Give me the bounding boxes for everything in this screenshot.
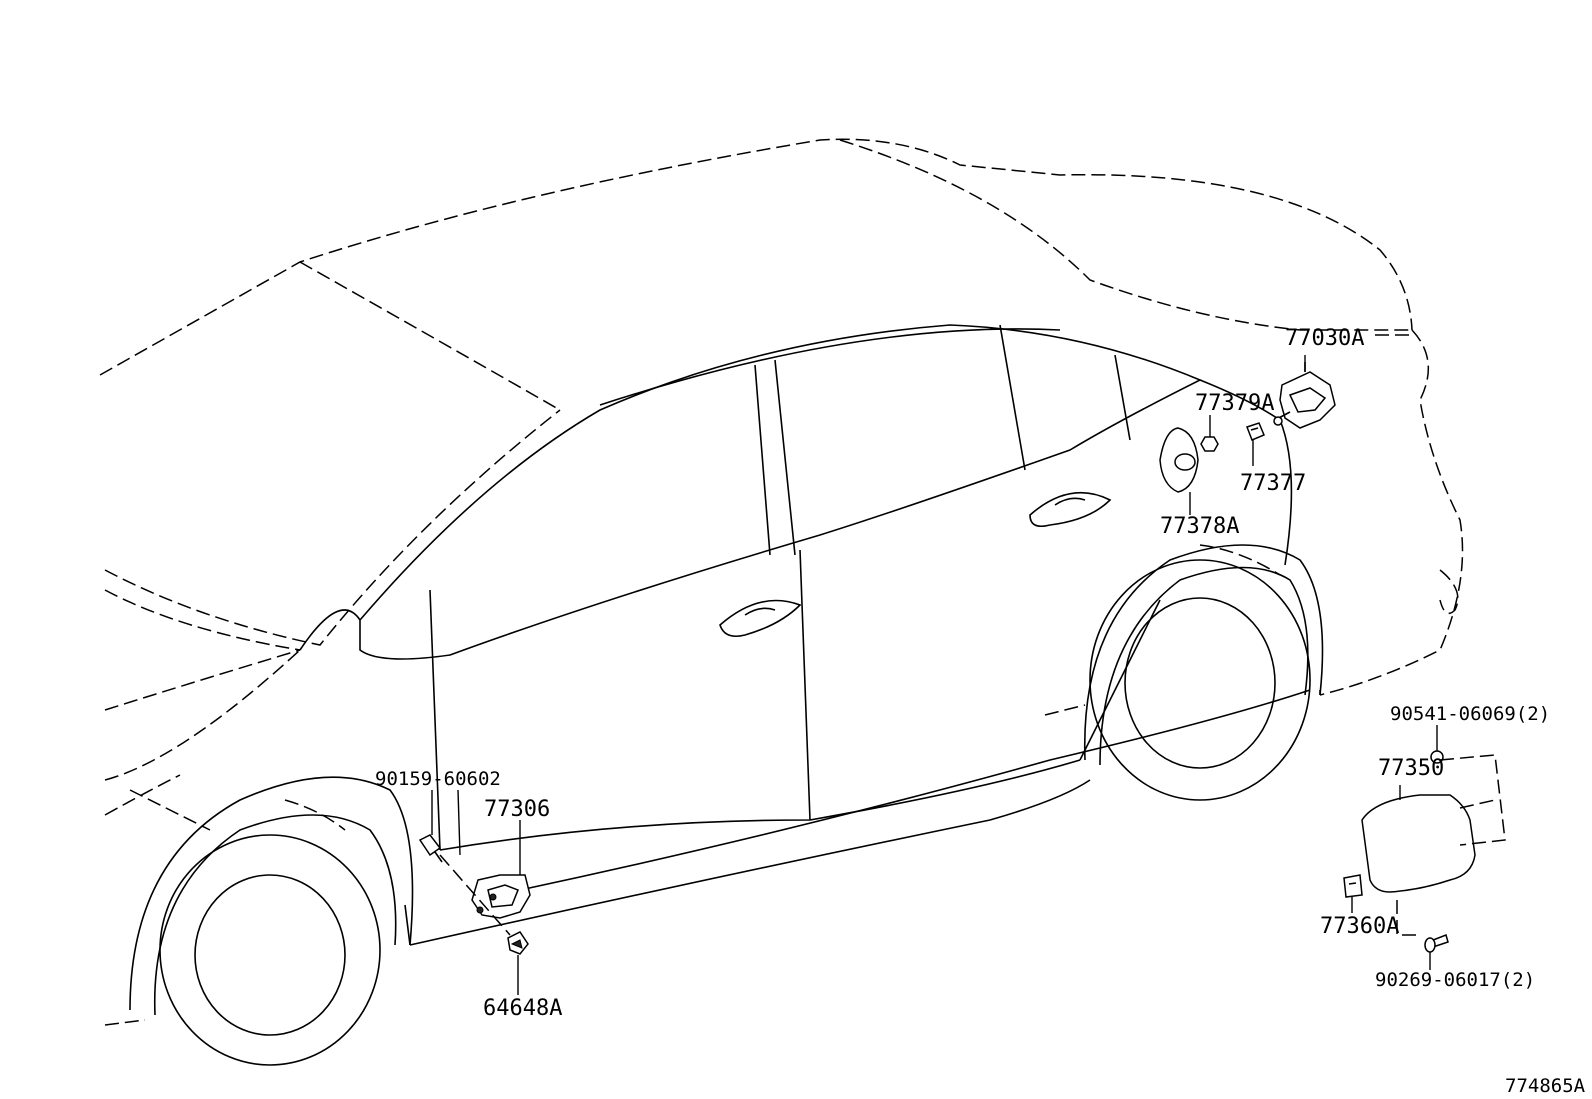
part-77360A [1343, 874, 1363, 898]
label-77379A: 77379A [1195, 391, 1274, 416]
part-77350 [1361, 754, 1506, 936]
label-77030A: 77030A [1285, 326, 1364, 351]
label-90159-60602: 90159-60602 [375, 768, 501, 790]
part-77030A [1273, 362, 1336, 429]
body-side [299, 328, 1321, 946]
label-77350: 77350 [1378, 756, 1444, 781]
part-90159-60602 [418, 834, 443, 863]
label-77377: 77377 [1240, 471, 1306, 496]
diagram-id: 774865A [1505, 1075, 1586, 1097]
rear-wheel [1044, 544, 1324, 801]
label-90269-06017: 90269-06017(2) [1375, 969, 1535, 991]
front-wheel [129, 776, 414, 1066]
doors [429, 492, 1161, 851]
label-77360A: 77360A [1320, 914, 1399, 939]
part-77379A [1200, 436, 1219, 452]
part-90269-06017 [1424, 934, 1449, 953]
label-64648A: 64648A [483, 996, 562, 1021]
part-64648A [507, 931, 529, 955]
part-labels: 77030A 77379A 77377 77378A 90541-06069(2… [375, 326, 1586, 1097]
part-77377 [1246, 422, 1265, 441]
part-77306 [471, 874, 531, 919]
part-77378A [1159, 427, 1199, 493]
label-77378A: 77378A [1160, 514, 1239, 539]
label-90541-06069: 90541-06069(2) [1390, 703, 1550, 725]
car-body-outline [99, 138, 1464, 1026]
label-77306: 77306 [484, 797, 550, 822]
greenhouse [359, 324, 1202, 660]
leader-lines [431, 334, 1438, 995]
